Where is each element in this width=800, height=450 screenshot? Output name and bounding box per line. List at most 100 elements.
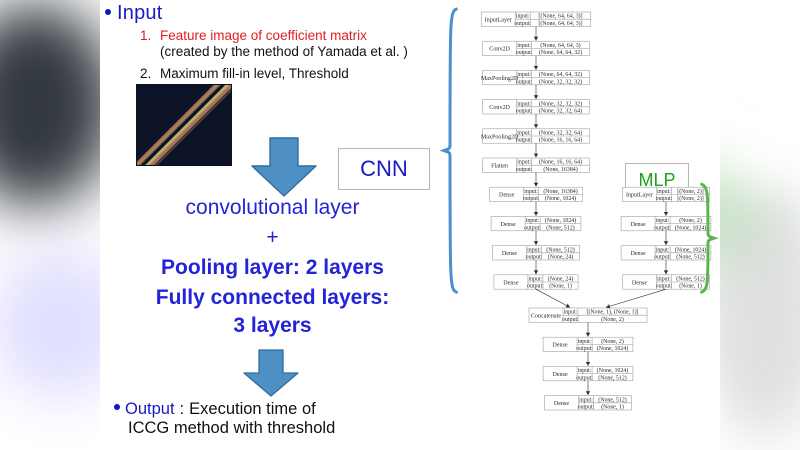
svg-text:output:: output: <box>523 196 540 202</box>
down-arrow-top-icon <box>248 136 320 198</box>
connector-arrow <box>585 322 591 337</box>
architecture-line-5: 3 layers <box>233 314 312 337</box>
svg-text:output:: output: <box>656 196 673 202</box>
output-text-line-1: Execution time of <box>189 400 316 418</box>
connector-arrow <box>533 26 539 41</box>
connector-arrow <box>663 260 669 275</box>
svg-text:output:: output: <box>514 21 531 27</box>
svg-text:output:: output: <box>654 255 671 261</box>
input-items-list: 1. Feature image of coefficient matrix (… <box>140 28 430 82</box>
list-item-text: Maximum fill-in level, Threshold <box>160 65 349 81</box>
svg-text:Dense: Dense <box>552 372 568 378</box>
svg-text:input:: input: <box>657 189 671 195</box>
connector-arrow <box>585 380 591 395</box>
svg-text:input:: input: <box>564 310 578 316</box>
svg-text:[(None, 2)]: [(None, 2)] <box>677 195 704 202</box>
svg-text:(None, 512): (None, 512) <box>598 374 627 381</box>
svg-text:(None, 16384): (None, 16384) <box>543 188 577 195</box>
svg-text:input:: input: <box>579 397 593 403</box>
coefficient-matrix-image <box>136 84 232 166</box>
svg-text:[(None, 1), (None, 1)]: [(None, 1), (None, 1)] <box>586 309 638 316</box>
output-label: Output <box>125 400 175 418</box>
svg-text:(None, 1024): (None, 1024) <box>675 224 706 231</box>
connector-arrow <box>533 230 539 245</box>
svg-text:output:: output: <box>527 284 544 290</box>
list-item-number: 1. <box>140 28 152 43</box>
connector-arrow <box>533 172 539 187</box>
svg-text:(None, 1024): (None, 1024) <box>545 195 576 202</box>
architecture-line-2: + <box>266 226 279 249</box>
svg-text:(None, 512): (None, 512) <box>546 246 575 253</box>
svg-text:input:: input: <box>657 277 671 283</box>
svg-text:output:: output: <box>516 109 533 115</box>
svg-text:output:: output: <box>526 255 543 261</box>
svg-text:input:: input: <box>578 339 592 345</box>
bullet-dot-icon <box>105 9 111 15</box>
svg-text:(None, 16, 16, 64): (None, 16, 16, 64) <box>539 159 582 166</box>
input-heading-label: Input <box>117 2 163 24</box>
svg-text:input:: input: <box>529 277 543 283</box>
output-block: Output : Execution time of ICCG method w… <box>114 400 444 438</box>
list-item-number: 2. <box>140 65 152 81</box>
svg-text:Dense: Dense <box>499 193 515 199</box>
svg-text:output:: output: <box>656 284 673 290</box>
svg-text:MaxPooling2D: MaxPooling2D <box>481 134 519 140</box>
cnn-layer-6: Dense input:output:(None, 16384)(None, 10… <box>489 186 583 202</box>
svg-text:[(None, 64, 64, 3)]: [(None, 64, 64, 3)] <box>538 20 582 27</box>
svg-text:input:: input: <box>517 101 531 107</box>
connector-arrow <box>663 201 669 216</box>
background-blur-left-dark <box>0 10 110 200</box>
svg-text:(None, 1024): (None, 1024) <box>597 345 628 352</box>
connector-arrow <box>533 201 539 216</box>
svg-text:Dense: Dense <box>503 280 519 286</box>
svg-text:(None, 1024): (None, 1024) <box>675 246 706 253</box>
svg-text:(None, 24): (None, 24) <box>548 254 574 261</box>
list-item: 1. Feature image of coefficient matrix <box>140 28 430 44</box>
svg-text:output:: output: <box>578 405 595 411</box>
input-heading: Input <box>105 2 162 25</box>
svg-text:output:: output: <box>516 167 533 173</box>
connector-arrow <box>533 84 539 99</box>
svg-text:input:: input: <box>517 131 531 137</box>
svg-text:(None, 32, 32, 64): (None, 32, 32, 64) <box>539 130 582 137</box>
svg-text:(None, 24): (None, 24) <box>548 276 574 283</box>
connector-arrow <box>605 288 667 309</box>
svg-text:Flatten: Flatten <box>491 164 508 170</box>
svg-text:(None, 64, 64, 32): (None, 64, 64, 32) <box>539 71 582 78</box>
svg-text:InputLayer: InputLayer <box>485 18 512 24</box>
architecture-line-4: Fully connected layers: <box>155 286 390 309</box>
svg-text:(None, 64, 64, 32): (None, 64, 64, 32) <box>539 49 582 56</box>
svg-text:[(None, 64, 64, 3)]: [(None, 64, 64, 3)] <box>538 13 582 20</box>
svg-text:input:: input: <box>517 72 531 78</box>
svg-text:output:: output: <box>654 225 671 231</box>
mlp-brace <box>700 182 719 294</box>
svg-text:Dense: Dense <box>632 280 648 286</box>
svg-text:input:: input: <box>516 14 530 20</box>
svg-text:input:: input: <box>656 247 670 253</box>
svg-text:(None, 1): (None, 1) <box>549 283 572 290</box>
svg-text:(None, 32, 32, 64): (None, 32, 32, 64) <box>539 108 582 115</box>
svg-text:Dense: Dense <box>500 222 516 228</box>
list-item-text: Feature image of coefficient matrix <box>160 28 367 43</box>
svg-text:output:: output: <box>524 225 541 231</box>
cnn-layer-9: Dense input:output: (None, 24)(None, 1) <box>493 274 579 290</box>
svg-text:input:: input: <box>524 189 538 195</box>
down-arrow-bottom-icon <box>240 348 302 398</box>
svg-text:Conv2D: Conv2D <box>489 47 510 53</box>
cnn-label: CNN <box>360 156 408 181</box>
svg-text:(None, 1): (None, 1) <box>679 283 702 290</box>
svg-text:Dense: Dense <box>502 251 518 257</box>
connector-arrow <box>533 55 539 70</box>
svg-text:(None, 1024): (None, 1024) <box>597 367 628 374</box>
svg-text:(None, 512): (None, 512) <box>676 276 705 283</box>
